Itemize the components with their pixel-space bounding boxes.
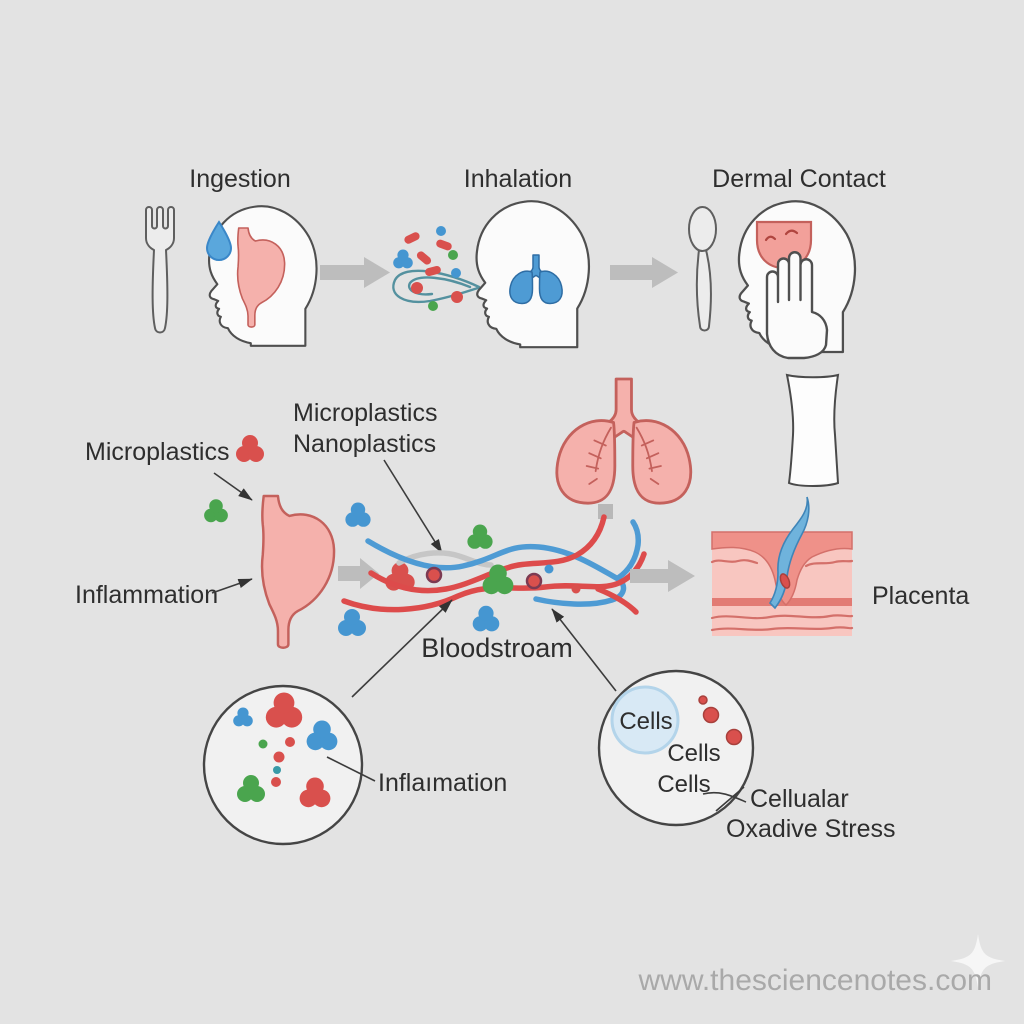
silver-vessel [396, 550, 494, 568]
inhalation-figure [475, 200, 591, 349]
microplastics-arrow [213, 472, 253, 501]
placenta-label: Placenta [872, 582, 969, 610]
ingestion-label: Ingestion [189, 165, 290, 193]
nanoplastics-arrow [383, 459, 443, 554]
hair-follicle-icon [768, 496, 810, 610]
spoon-icon [688, 206, 717, 332]
micro-nano-label-line1: Microplastics [293, 399, 437, 427]
inflammation-connector-line [326, 756, 376, 782]
inhalation-label: Inhalation [464, 165, 572, 193]
inflammation-particles-circle-icon [202, 684, 364, 846]
blue-particles [233, 707, 338, 751]
bloodstream-label: Bloodstroam [421, 633, 573, 663]
water-droplet-icon [205, 220, 233, 261]
red-particles [425, 566, 581, 594]
red-particles [265, 692, 331, 808]
arm-icon [785, 373, 840, 487]
dermal-figure [737, 200, 857, 360]
oxidative-connector-line [702, 791, 747, 803]
blue-vessels [365, 519, 641, 607]
arrow-right-icon [610, 257, 678, 288]
irritation-squiggles [764, 229, 799, 242]
oxidative-label-line2: Oxadive Stress [726, 815, 896, 843]
cells-to-bloodstream-arrow [551, 608, 617, 692]
lungs-icon [555, 377, 693, 505]
cells-circle-icon: Cells Cells Cells [597, 669, 755, 827]
dermal-contact-label: Dermal Contact [712, 165, 886, 193]
skin-band [712, 598, 852, 606]
inflammation-circle-label: Inflaımation [378, 769, 507, 797]
blue-particles [393, 226, 461, 278]
arrow-right-icon [320, 257, 390, 288]
green-particles [237, 739, 268, 802]
inflammation-label: Inflammation [75, 581, 218, 609]
lungs-connector [598, 504, 613, 519]
microplastics-label: Microplastics [85, 438, 229, 466]
inflammation-arrow [211, 578, 253, 594]
bronchial-tree [585, 426, 662, 485]
oxidative-label-line1: Cellualar [750, 785, 849, 813]
blue-particles [338, 502, 371, 636]
green-particles [467, 524, 514, 595]
particle-cloud-icon [393, 226, 463, 311]
watermark-text: www.thesciencenotes.com [638, 964, 993, 997]
green-particles [428, 250, 458, 311]
follicle-particle [779, 573, 791, 589]
cell-icon [610, 685, 680, 755]
ingestion-figure [205, 205, 318, 347]
red-particles [698, 695, 743, 746]
sparkle-icon [951, 934, 1005, 988]
teal-particle [273, 766, 281, 774]
arrow-right-icon [630, 560, 695, 592]
oxidative-connector-line [715, 786, 745, 812]
circle-to-bloodstream-arrow [351, 599, 453, 698]
bloodstream-vessels-icon [341, 514, 647, 632]
cells-label-3: Cells [657, 771, 710, 798]
hand-icon [765, 251, 829, 360]
green-particles [204, 499, 228, 523]
cells-label-2: Cells [667, 740, 720, 767]
cells-label-1: Cells [619, 708, 672, 735]
fork-icon [145, 206, 175, 334]
red-particles [404, 232, 463, 303]
blue-particles [472, 564, 554, 632]
skin-cross-section-icon [710, 496, 854, 636]
micro-nano-label-line2: Nanoplastics [293, 430, 436, 458]
